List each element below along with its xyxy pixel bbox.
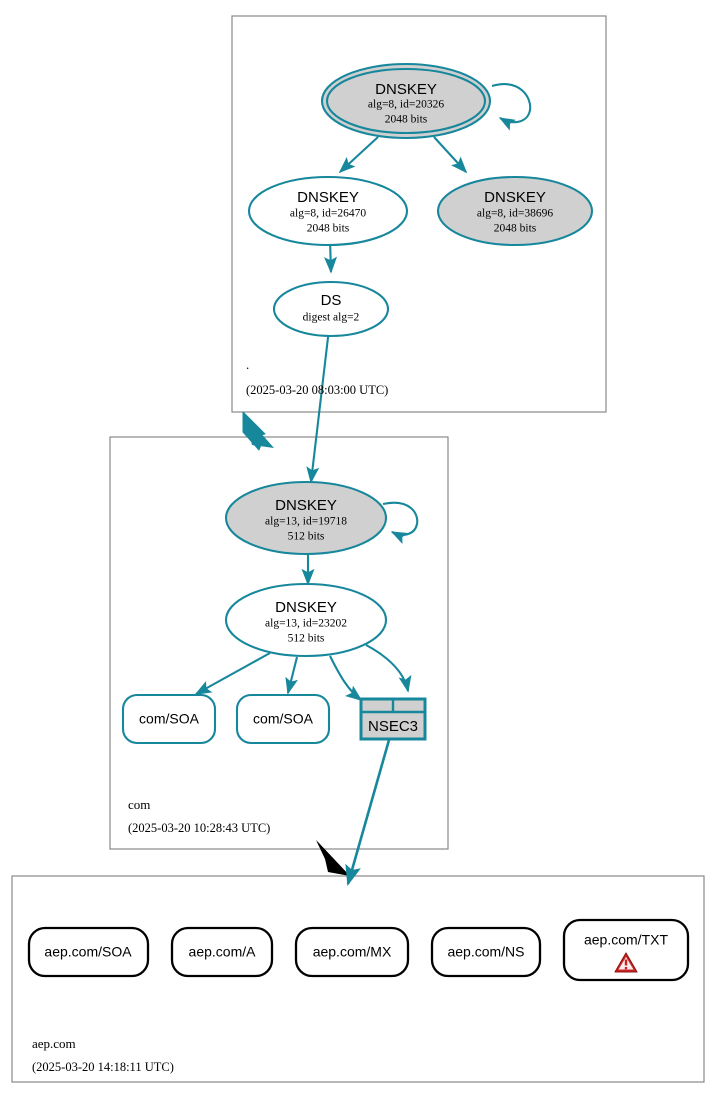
node-root-ds[interactable]: DS digest alg=2	[272, 280, 390, 338]
rrset-label: com/SOA	[139, 711, 200, 727]
rrset-label: com/SOA	[253, 711, 314, 727]
node-com-nsec3[interactable]: NSEC3	[359, 697, 427, 741]
node-digest-alg: digest alg=2	[303, 312, 360, 324]
edge-com-ksk-self-sign	[382, 501, 419, 545]
node-com-soa-2[interactable]: com/SOA	[235, 693, 331, 745]
node-com-soa-1[interactable]: com/SOA	[121, 693, 217, 745]
node-root-dnskey-26470[interactable]: DNSKEY alg=8, id=26470 2048 bits	[247, 175, 409, 247]
edge-root-ksk-to-key-38696	[433, 136, 468, 174]
rrset-label: aep.com/NS	[447, 944, 524, 960]
node-aep-mx[interactable]: aep.com/MX	[294, 926, 410, 978]
edge-root-ds-to-com-ksk	[306, 328, 331, 484]
edge-root-ksk-to-zsk-26470	[338, 136, 379, 174]
edge-com-zsk-to-nsec3-a	[329, 655, 363, 702]
zone-name: aep.com	[32, 1036, 76, 1051]
node-key-size: 512 bits	[288, 531, 325, 543]
node-key-params: alg=8, id=20326	[368, 99, 444, 111]
node-aep-soa[interactable]: aep.com/SOA	[27, 926, 150, 978]
delegation-arrow-com-to-aep	[316, 840, 350, 876]
node-aep-a[interactable]: aep.com/A	[170, 926, 274, 978]
zone-label-com: com (2025-03-20 10:28:43 UTC)	[128, 797, 270, 835]
node-aep-txt[interactable]: aep.com/TXT	[562, 918, 690, 982]
zone-label-aep-com: aep.com (2025-03-20 14:18:11 UTC)	[32, 1036, 174, 1074]
node-key-size: 2048 bits	[494, 223, 537, 235]
node-title: DNSKEY	[375, 81, 437, 98]
rrset-label: aep.com/TXT	[584, 932, 668, 948]
edge-com-nsec3-to-aep-zone	[345, 739, 391, 887]
node-key-params: alg=13, id=23202	[265, 618, 347, 630]
zone-timestamp: (2025-03-20 10:28:43 UTC)	[128, 821, 270, 835]
node-key-params: alg=13, id=19718	[265, 516, 347, 528]
node-com-dnskey-19718[interactable]: DNSKEY alg=13, id=19718 512 bits	[224, 480, 388, 556]
node-root-dnskey-38696[interactable]: DNSKEY alg=8, id=38696 2048 bits	[436, 175, 594, 247]
rrset-label: aep.com/A	[189, 944, 257, 960]
node-key-size: 2048 bits	[385, 114, 428, 126]
node-title: DNSKEY	[484, 189, 546, 206]
node-title: DNSKEY	[275, 497, 337, 514]
zone-name: .	[246, 357, 249, 372]
zone-label-root: . (2025-03-20 08:03:00 UTC)	[246, 357, 388, 397]
edge-root-ksk-self-sign	[491, 83, 532, 131]
node-key-size: 512 bits	[288, 633, 325, 645]
zone-name: com	[128, 797, 150, 812]
node-com-dnskey-23202[interactable]: DNSKEY alg=13, id=23202 512 bits	[224, 582, 388, 658]
warning-triangle-icon	[614, 952, 638, 973]
node-title: DNSKEY	[275, 599, 337, 616]
edge-com-zsk-to-soa-1	[194, 652, 271, 695]
edge-com-zsk-to-nsec3-b	[365, 644, 412, 693]
delegation-arrow-root-to-com	[242, 411, 274, 451]
node-aep-ns[interactable]: aep.com/NS	[430, 926, 542, 978]
node-root-dnskey-20326[interactable]: DNSKEY alg=8, id=20326 2048 bits	[320, 62, 492, 140]
nsec3-label: NSEC3	[368, 718, 418, 735]
node-key-params: alg=8, id=26470	[290, 208, 366, 220]
node-title: DNSKEY	[297, 189, 359, 206]
node-title: DS	[321, 292, 342, 309]
zone-timestamp: (2025-03-20 08:03:00 UTC)	[246, 383, 388, 397]
node-key-params: alg=8, id=38696	[477, 208, 553, 220]
edge-com-zsk-to-soa-2	[285, 656, 299, 695]
rrset-label: aep.com/MX	[313, 944, 392, 960]
zone-timestamp: (2025-03-20 14:18:11 UTC)	[32, 1060, 174, 1074]
rrset-label: aep.com/SOA	[44, 944, 132, 960]
node-key-size: 2048 bits	[307, 223, 350, 235]
